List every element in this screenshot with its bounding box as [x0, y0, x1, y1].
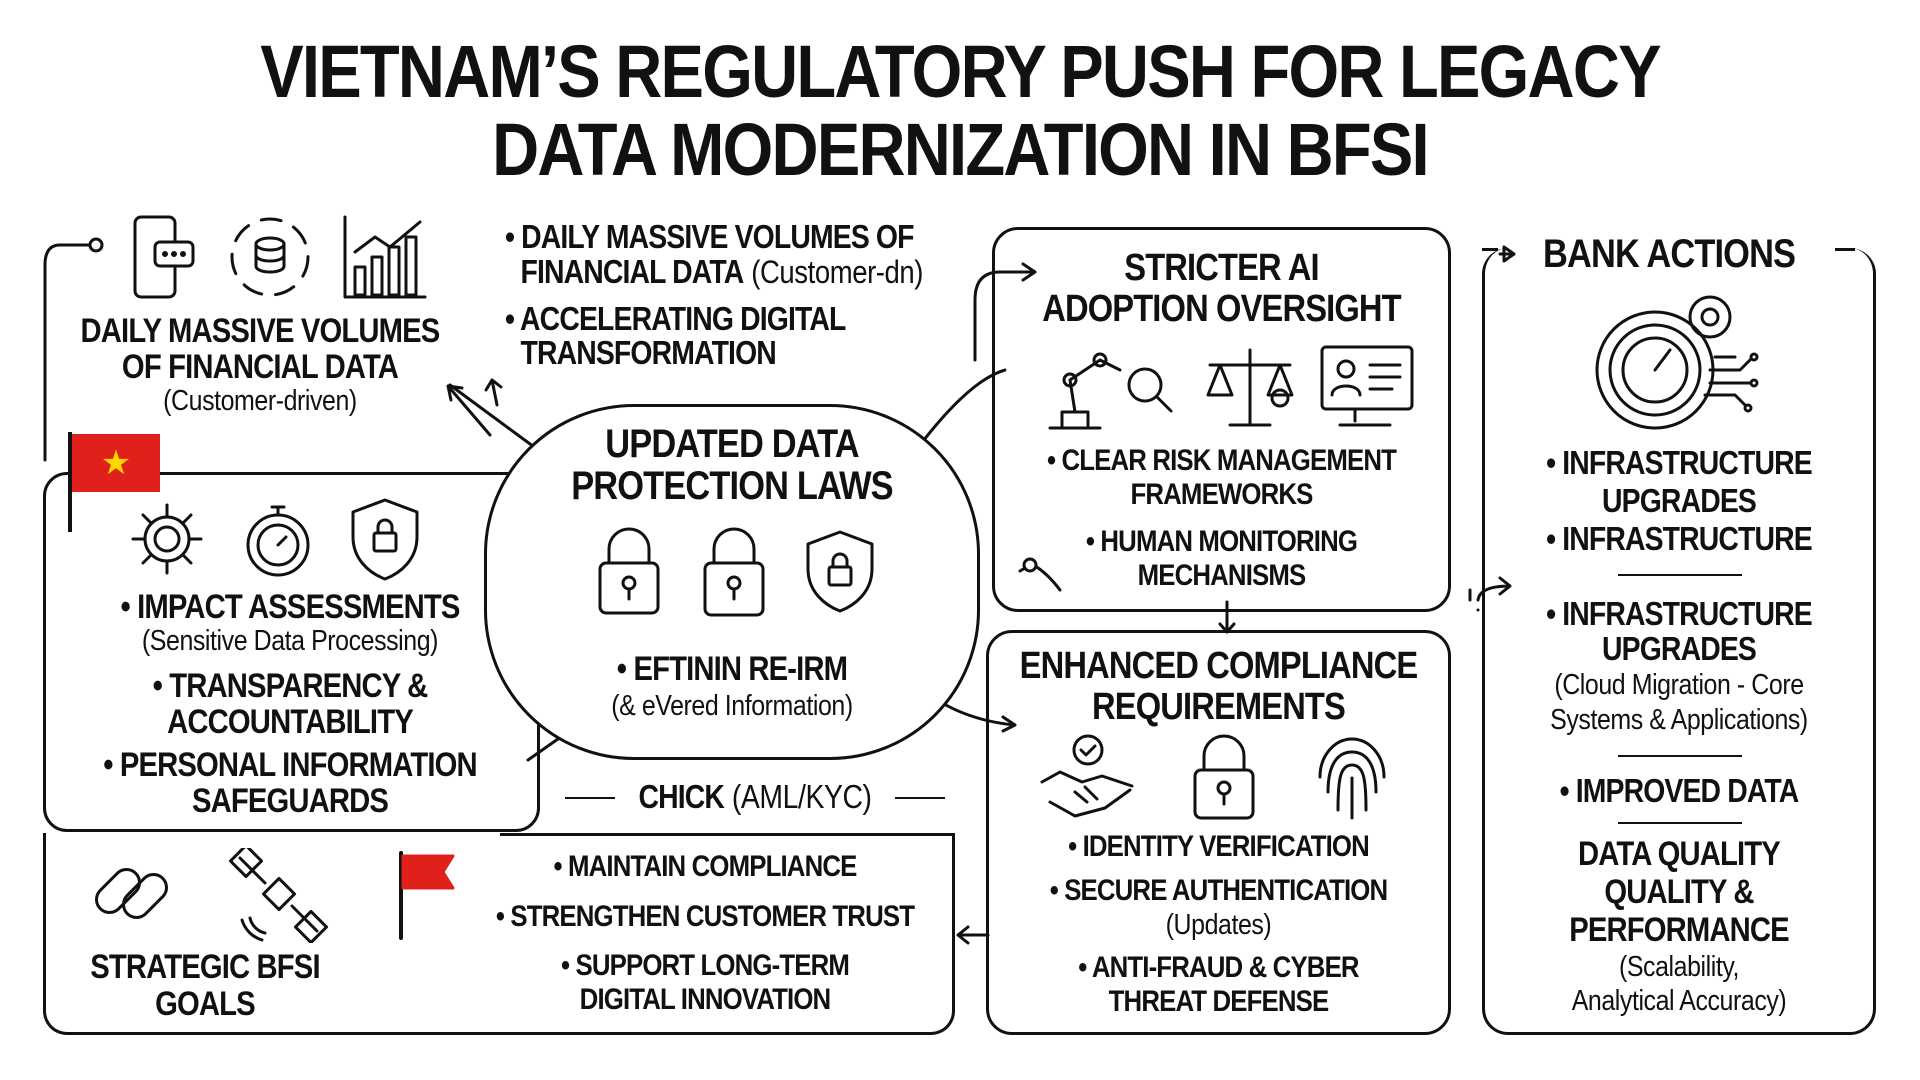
monitor-profile-icon	[1320, 345, 1414, 427]
chick-sub: (AML/KYC)	[731, 778, 872, 815]
bullet-customer-dn: (Customer-dn)	[751, 254, 924, 290]
title-line-1: VIETNAM’S REGULATORY PUSH FOR LEGACY	[260, 30, 1661, 113]
bank-quality: QUALITY &	[1604, 873, 1754, 911]
bank-box	[1482, 248, 1876, 1035]
left-bullet-personal: • PERSONAL INFORMATION	[103, 746, 477, 784]
satellite-icon	[228, 848, 329, 943]
divider	[1618, 574, 1742, 576]
shield-lock-icon	[806, 530, 874, 613]
center-icons	[598, 527, 874, 617]
padlock-icon	[703, 527, 765, 617]
padlock-icon	[598, 527, 660, 615]
title-line-2: DATA MODERNIZATION IN BFSI	[492, 108, 1430, 191]
bank-bullet-infra-3: • INFRASTRUCTURE	[1546, 595, 1813, 632]
compliance-bullet-antifraud: • ANTI-FRAUD & CYBER	[1078, 951, 1359, 984]
connector-top-left	[43, 243, 98, 462]
ai-icons	[1048, 345, 1414, 430]
compliance-bullet-secure: • SECURE AUTHENTICATION	[1049, 874, 1388, 907]
compliance-heading-1: ENHANCED COMPLIANCE	[1019, 645, 1418, 687]
stopwatch-icon	[246, 505, 310, 577]
goals-bullet-strengthen: • STRENGTHEN CUSTOMER TRUST	[495, 900, 915, 933]
center-oval	[484, 404, 980, 760]
ai-box	[992, 227, 1451, 612]
compliance-bullet-identity: • IDENTITY VERIFICATION	[1068, 830, 1370, 863]
goals-box	[43, 833, 955, 1035]
compliance-bullet-updates: (Updates)	[1165, 909, 1272, 941]
divider	[895, 797, 945, 799]
chain-link-icon	[95, 868, 168, 919]
bank-bullet-improved: • IMPROVED DATA	[1559, 772, 1800, 809]
compliance-icons	[1040, 734, 1386, 820]
ai-bullet-human: • HUMAN MONITORING	[1085, 525, 1358, 558]
left-bullet-safeguards: SAFEGUARDS	[191, 782, 389, 820]
virus-icon	[131, 503, 203, 575]
padlock-icon	[1193, 734, 1255, 820]
top-left-heading-2: OF FINANCIAL DATA	[121, 348, 399, 386]
ai-bullet-frameworks: FRAMEWORKS	[1130, 478, 1313, 511]
goals-bullet-digital: DIGITAL INNOVATION	[579, 983, 831, 1016]
top-center-bullets: • DAILY MASSIVE VOLUMES OF FINANCIAL DAT…	[505, 220, 952, 370]
chick-label: CHICK	[638, 778, 725, 815]
bank-sub-systems: Systems & Applications)	[1550, 704, 1808, 736]
bank-performance: PERFORMANCE	[1569, 911, 1789, 949]
left-panel-icons	[131, 498, 419, 581]
handshake-check-icon	[1040, 734, 1134, 818]
center-heading-2: PROTECTION LAWS	[571, 464, 893, 508]
goals-bullet-maintain: • MAINTAIN COMPLIANCE	[553, 850, 858, 883]
bank-sub-scalability: (Scalability,	[1618, 951, 1740, 983]
arrow-to-bank	[1476, 576, 1512, 612]
bank-bullet-upgrades-1: UPGRADES	[1602, 482, 1757, 519]
bullet-accelerating: • ACCELERATING DIGITAL	[505, 300, 846, 337]
smartphone-chat-icon	[133, 215, 195, 299]
divider	[1618, 755, 1742, 757]
bank-bullet-upgrades-3: UPGRADES	[1602, 630, 1757, 667]
goals-heading-1: STRATEGIC BFSI	[90, 948, 320, 986]
top-left-icons	[133, 215, 427, 299]
goals-heading-2: GOALS	[155, 985, 256, 1023]
bullet-transformation: TRANSFORMATION	[520, 334, 776, 371]
connector-dot	[88, 237, 104, 253]
compliance-heading-2: REQUIREMENTS	[1092, 686, 1346, 728]
arrow-to-ai	[973, 262, 1037, 362]
center-heading-1: UPDATED DATA	[605, 422, 859, 466]
divider	[565, 797, 615, 799]
gear-gauge-icon	[1595, 295, 1759, 430]
fingerprint-icon	[1318, 737, 1386, 820]
compliance-box	[986, 630, 1451, 1035]
database-cycle-icon	[230, 217, 310, 297]
bullet-financial-data: FINANCIAL DATA	[520, 253, 744, 290]
scales-icon	[1206, 348, 1294, 427]
left-bullet-accountability: ACCOUNTABILITY	[167, 703, 414, 741]
bank-bullet-infra-2: • INFRASTRUCTURE	[1546, 520, 1813, 557]
bullet-daily-volumes: • DAILY MASSIVE VOLUMES OF	[505, 218, 914, 255]
arrow-to-goals	[956, 925, 990, 945]
left-bullet-impact: • IMPACT ASSESSMENTS	[120, 588, 460, 626]
goals-icons	[95, 848, 455, 943]
center-bullet-sub: (& eVered Information)	[611, 690, 853, 722]
compliance-bullet-threat: THREAT DEFENSE	[1108, 985, 1330, 1018]
top-left-heading-1: DAILY MASSIVE VOLUMES	[80, 312, 441, 350]
bank-data-quality: DATA QUALITY	[1578, 835, 1781, 873]
bank-bullet-infra-1: • INFRASTRUCTURE	[1546, 444, 1813, 481]
ai-heading-2: ADOPTION OVERSIGHT	[1042, 288, 1401, 330]
ai-heading-1: STRICTER AI	[1124, 247, 1319, 289]
flag-icon	[399, 851, 455, 940]
ai-bullet-mechanisms: MECHANISMS	[1137, 559, 1307, 592]
left-bullet-transparency: • TRANSPARENCY &	[152, 667, 429, 705]
bar-chart-icon	[343, 215, 427, 299]
ai-bullet-risk: • CLEAR RISK MANAGEMENT	[1046, 444, 1397, 477]
bank-heading: BANK ACTIONS	[1543, 232, 1796, 276]
divider	[1618, 822, 1742, 824]
goals-bullet-support: • SUPPORT LONG-TERM	[561, 949, 850, 982]
center-bullet-eftinin: • EFTININ RE-IRM	[616, 650, 848, 688]
chick-aml-kyc: CHICK (AML/KYC)	[605, 778, 906, 816]
shield-lock-icon	[351, 498, 419, 581]
bank-sub-accuracy: Analytical Accuracy)	[1571, 985, 1787, 1017]
top-left-sub: (Customer-driven)	[163, 385, 357, 417]
left-bullet-impact-sub: (Sensitive Data Processing)	[141, 625, 439, 657]
arrow-to-top-left	[446, 384, 492, 437]
robot-arm-icon	[1048, 352, 1173, 430]
bank-sub-cloud: (Cloud Migration - Core	[1554, 669, 1804, 701]
